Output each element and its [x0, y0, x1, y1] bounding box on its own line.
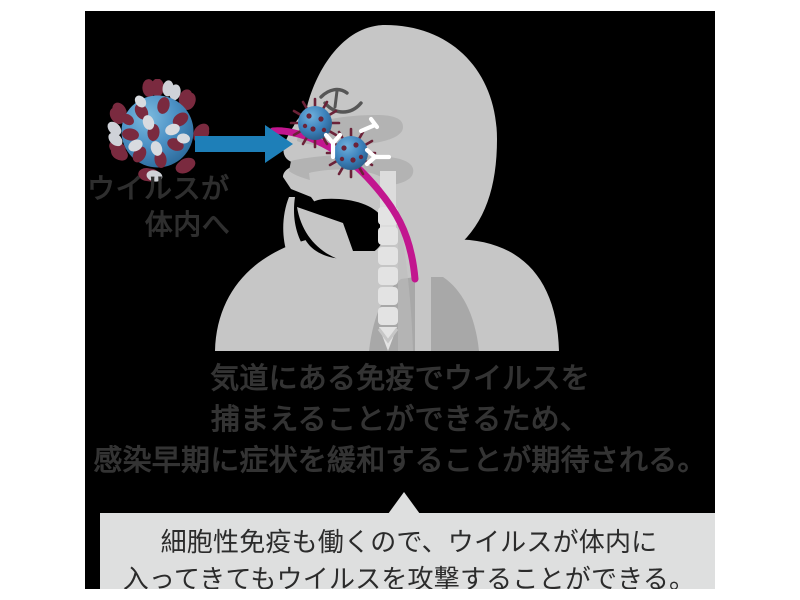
- callout-line-1: 細胞性免疫も働くので、ウイルスが体内に: [160, 527, 658, 557]
- eye-detail-icon: [333, 89, 339, 109]
- callout-body: 細胞性免疫も働くので、ウイルスが体内に 入ってきてもウイルスを攻撃することができ…: [100, 513, 715, 589]
- virus-small-1-icon: [289, 97, 341, 149]
- callout-text: 細胞性免疫も働くので、ウイルスが体内に 入ってきてもウイルスを攻撃することができ…: [100, 524, 715, 589]
- lung-right-shape: [431, 277, 479, 351]
- anatomy-illustration: [215, 25, 559, 351]
- chin-shape: [283, 197, 319, 263]
- callout-pointer-icon: [388, 492, 420, 514]
- virus-spikes: [107, 79, 210, 182]
- right-arrow-icon: [195, 125, 293, 163]
- virus-entry-label-line1: ウイルスが: [87, 173, 230, 204]
- caption-line-2: 捕まえることができるため、: [210, 404, 590, 437]
- trachea-rings-group: [377, 207, 399, 351]
- callout-box: 細胞性免疫も働くので、ウイルスが体内に 入ってきてもウイルスを攻撃することができ…: [100, 492, 715, 589]
- caption-line-3: 感染早期に症状を緩和することが期待される。: [93, 445, 707, 478]
- caption-line-1: 気道にある免疫でウイルスを: [210, 363, 590, 395]
- virus-surface-proteins: [121, 95, 190, 168]
- virus-entry-label: ウイルスが 体内へ: [85, 171, 290, 243]
- antibody-y-icon: [323, 116, 392, 167]
- eyebrow-icon: [319, 87, 349, 99]
- trachea-shadow: [398, 211, 413, 351]
- closed-eye-icon: [323, 101, 363, 114]
- coronavirus-particle-icon: [107, 79, 210, 182]
- arrow-shape: [195, 125, 293, 163]
- main-caption: 気道にある免疫でウイルスを 捕まえることができるため、 感染早期に症状を緩和する…: [85, 359, 715, 483]
- body-silhouette-group: [215, 25, 559, 351]
- jaw-shape: [297, 207, 385, 265]
- callout-line-2: 入ってきてもウイルスを攻撃することができる。: [122, 564, 696, 589]
- black-content-frame: ウイルスが 体内へ 気道にある免疫でウイルスを 捕まえることができるため、 感染…: [85, 11, 715, 589]
- virus-entry-label-line2: 体内へ: [144, 208, 231, 240]
